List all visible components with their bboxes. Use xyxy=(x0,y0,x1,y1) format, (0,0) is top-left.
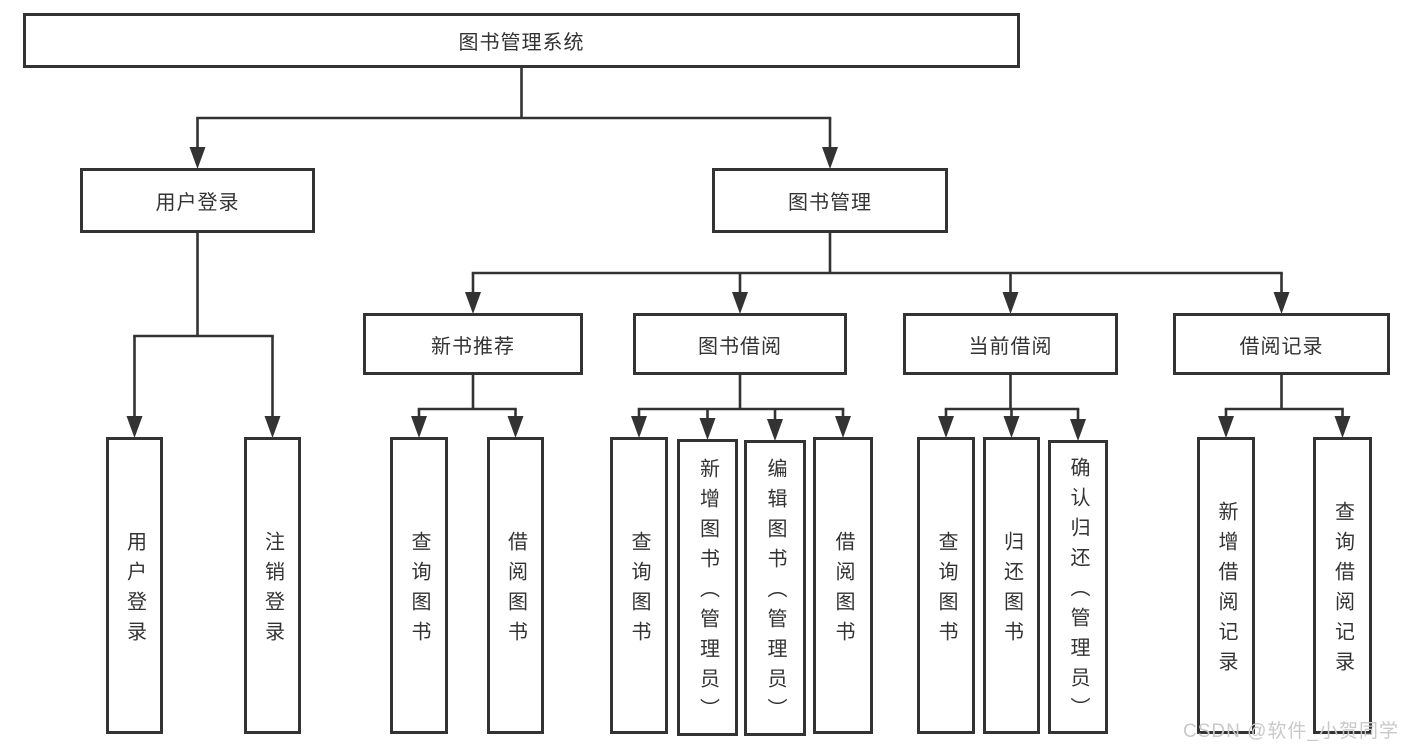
arrowhead-icon xyxy=(465,292,481,314)
node-current-borrowing-label: 当前借阅 xyxy=(968,335,1053,358)
leaf-user-login: 用户登录 xyxy=(106,437,163,734)
leaf-add-books-admin-label: 新增图书（管理员） xyxy=(696,457,719,728)
arrowhead-icon xyxy=(1002,292,1019,314)
leaf-edit-books-admin: 编辑图书（管理员） xyxy=(744,440,806,736)
node-library-system-label: 图书管理系统 xyxy=(458,32,585,54)
leaf-query-borrow-record-label: 查询借阅记录 xyxy=(1331,500,1354,681)
node-current-borrowing: 当前借阅 xyxy=(903,313,1118,375)
node-book-borrowing-label: 图书借阅 xyxy=(698,335,782,358)
leaf-add-books-admin: 新增图书（管理员） xyxy=(677,439,738,736)
leaf-borrow-books-new: 借阅图书 xyxy=(487,437,544,734)
arrowhead-icon xyxy=(507,416,524,438)
watermark: CSDN @软件_小贺同学 xyxy=(1183,721,1399,742)
arrowhead-icon xyxy=(1273,292,1290,314)
leaf-edit-books-admin-label: 编辑图书（管理员） xyxy=(764,458,786,728)
arrowhead-icon xyxy=(1070,419,1086,441)
leaf-user-login-label: 用户登录 xyxy=(123,530,146,651)
leaf-add-borrow-record-label: 新增借阅记录 xyxy=(1215,500,1237,681)
leaf-confirm-return-admin: 确认归还（管理员） xyxy=(1048,440,1108,734)
leaf-borrow-books-borrow-label: 借阅图书 xyxy=(832,530,854,651)
node-borrowing-records: 借阅记录 xyxy=(1173,313,1390,375)
leaf-query-borrow-record: 查询借阅记录 xyxy=(1313,437,1372,734)
node-borrowing-records-label: 借阅记录 xyxy=(1239,335,1324,358)
arrowhead-icon xyxy=(938,416,954,438)
arrowhead-icon xyxy=(732,292,748,314)
leaf-borrow-books-new-label: 借阅图书 xyxy=(504,530,527,651)
arrowhead-icon xyxy=(1218,416,1234,438)
node-library-system: 图书管理系统 xyxy=(23,13,1020,68)
node-new-book-recommend-label: 新书推荐 xyxy=(431,335,515,358)
node-book-management-label: 图书管理 xyxy=(788,192,872,214)
leaf-confirm-return-admin-label: 确认归还（管理员） xyxy=(1067,457,1089,727)
node-user-login: 用户登录 xyxy=(80,168,315,233)
leaf-logout: 注销登录 xyxy=(244,437,301,734)
arrowhead-icon xyxy=(126,416,143,438)
leaf-return-books-label: 归还图书 xyxy=(1000,530,1023,651)
leaf-query-books-new-label: 查询图书 xyxy=(408,530,430,651)
arrowhead-icon xyxy=(699,418,716,440)
leaf-add-borrow-record: 新增借阅记录 xyxy=(1197,437,1255,734)
arrowhead-icon xyxy=(1003,416,1020,438)
arrowhead-icon xyxy=(767,419,783,441)
leaf-query-books-current-label: 查询图书 xyxy=(935,530,957,651)
leaf-return-books: 归还图书 xyxy=(983,437,1040,734)
arrowhead-icon xyxy=(411,416,427,438)
arrowhead-icon xyxy=(264,416,281,438)
arrowhead-icon xyxy=(822,147,838,169)
leaf-logout-label: 注销登录 xyxy=(261,530,284,651)
arrowhead-icon xyxy=(631,416,647,438)
leaf-query-books-new: 查询图书 xyxy=(390,437,448,734)
node-book-borrowing: 图书借阅 xyxy=(633,313,847,375)
node-book-management: 图书管理 xyxy=(712,168,948,233)
node-user-login-label: 用户登录 xyxy=(155,192,240,214)
leaf-query-books-borrow-label: 查询图书 xyxy=(628,530,650,651)
arrowhead-icon xyxy=(835,416,851,438)
node-new-book-recommend: 新书推荐 xyxy=(363,313,583,375)
leaf-borrow-books-borrow: 借阅图书 xyxy=(813,437,873,734)
arrowhead-icon xyxy=(1334,416,1351,438)
leaf-query-books-borrow: 查询图书 xyxy=(610,437,668,734)
arrowhead-icon xyxy=(189,147,206,169)
leaf-query-books-current: 查询图书 xyxy=(917,437,975,734)
